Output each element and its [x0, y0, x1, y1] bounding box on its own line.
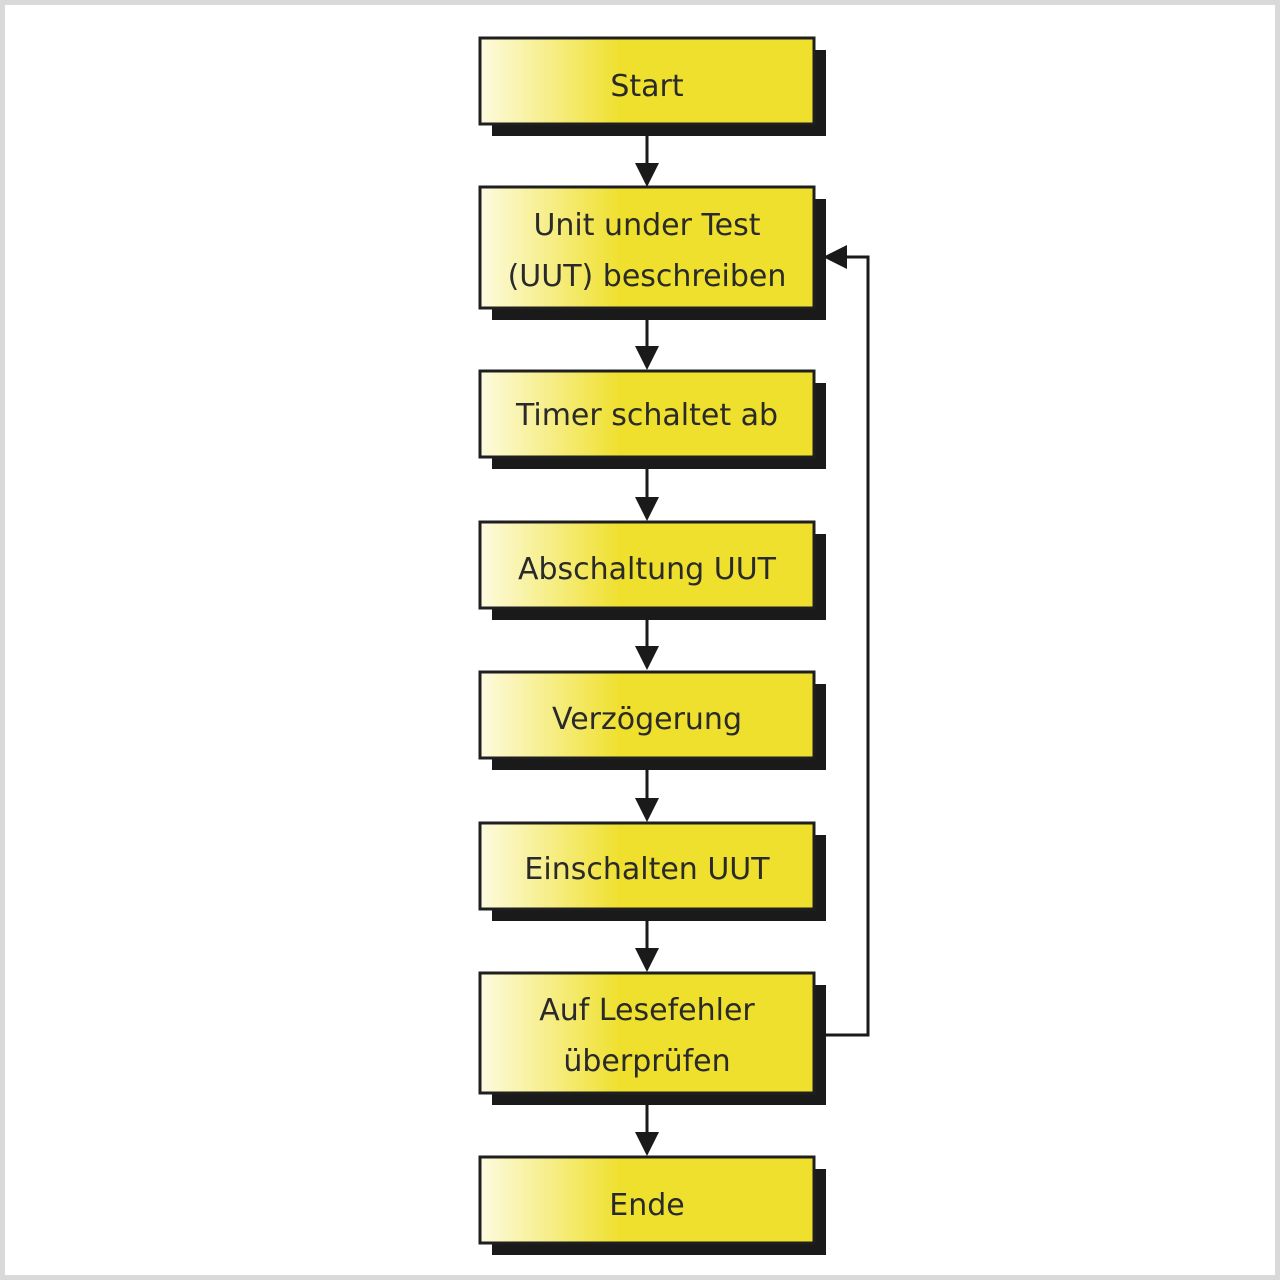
step-box: [478, 36, 816, 126]
step-check-read-errors: Auf Lesefehler überprüfen: [478, 971, 826, 1105]
arrow-head: [635, 346, 659, 370]
step-label: Start: [610, 69, 684, 104]
step-describe-uut: Unit under Test (UUT) beschreiben: [478, 185, 826, 320]
loop-back-arrow-head: [823, 245, 847, 269]
arrow-head: [635, 646, 659, 670]
step-box: [478, 670, 816, 760]
step-box: [478, 520, 816, 610]
step-label-line-2: überprüfen: [563, 1044, 730, 1079]
arrow-head: [635, 1132, 659, 1156]
step-label: Abschaltung UUT: [518, 552, 777, 587]
flow-steps: Start Unit under Test (UUT) beschreiben …: [478, 36, 826, 1255]
loop-back-arrow: [823, 245, 870, 1037]
step-timer: Timer schaltet ab: [478, 369, 826, 469]
step-box: [478, 185, 816, 310]
step-shutdown-uut: Abschaltung UUT: [478, 520, 826, 620]
arrow-head: [635, 798, 659, 822]
step-box: [478, 821, 816, 911]
step-box: [478, 369, 816, 459]
step-label: Timer schaltet ab: [515, 398, 778, 433]
step-box: [478, 971, 816, 1095]
step-label-line-2: (UUT) beschreiben: [508, 259, 787, 294]
step-box: [478, 1155, 816, 1245]
flowchart: Start Unit under Test (UUT) beschreiben …: [478, 36, 870, 1255]
step-end: Ende: [478, 1155, 826, 1255]
step-power-on-uut: Einschalten UUT: [478, 821, 826, 921]
step-delay: Verzögerung: [478, 670, 826, 770]
step-label: Ende: [609, 1188, 684, 1223]
arrow-head: [635, 497, 659, 521]
step-label-line-1: Unit under Test: [533, 208, 760, 243]
loop-back-line: [823, 255, 870, 1037]
arrow-head: [635, 948, 659, 972]
arrow-head: [635, 163, 659, 187]
step-label: Verzögerung: [552, 702, 742, 737]
step-label-line-1: Auf Lesefehler: [539, 993, 755, 1028]
step-start: Start: [478, 36, 826, 136]
step-label: Einschalten UUT: [524, 852, 770, 887]
